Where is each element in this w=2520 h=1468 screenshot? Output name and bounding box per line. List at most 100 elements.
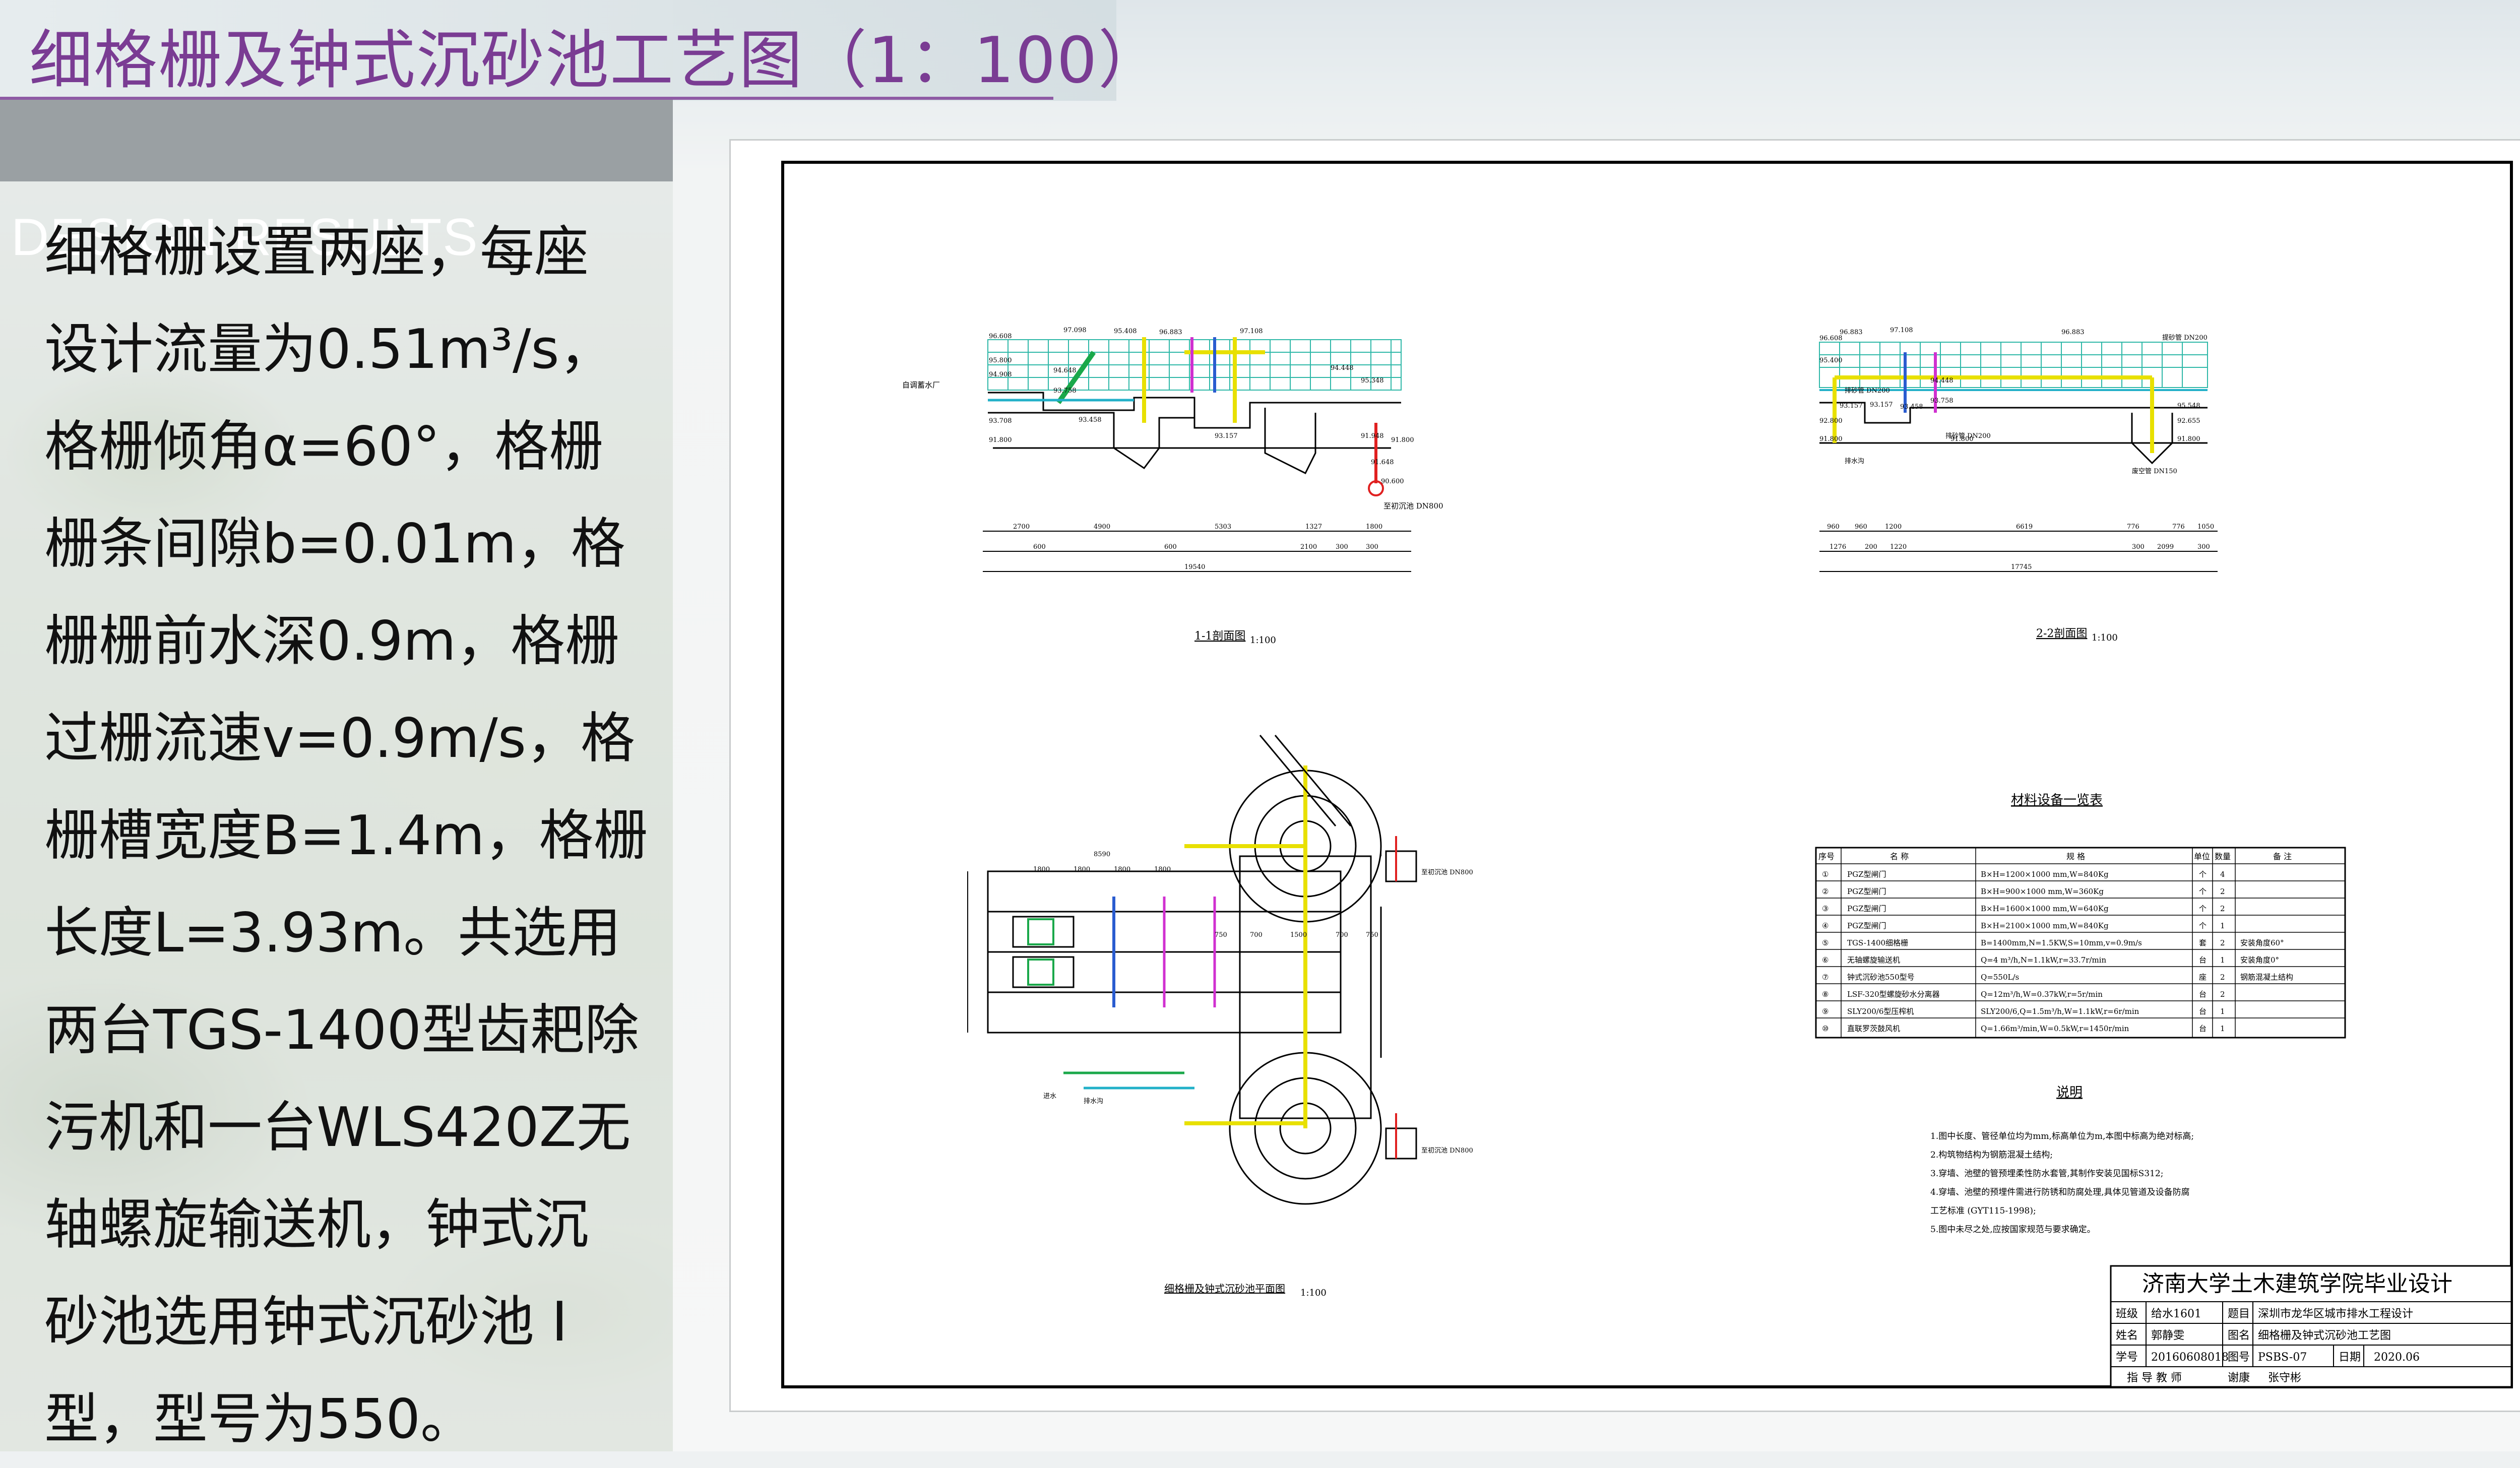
svg-text:单位: 单位 (2194, 852, 2210, 861)
note-item: 1.图中长度、管径单位均为mm,标高单位为m,本图中标高为绝对标高; (1930, 1131, 2194, 1141)
table-cell: 直联罗茨鼓风机 (1847, 1024, 1900, 1033)
svg-text:郭静雯: 郭静雯 (2151, 1329, 2184, 1342)
svg-text:排水沟: 排水沟 (1845, 458, 1864, 465)
section1-dimensions (983, 531, 1411, 572)
svg-text:96.608: 96.608 (989, 333, 1012, 340)
svg-text:1800: 1800 (1154, 866, 1171, 873)
title-block-header: 济南大学土木建筑学院毕业设计 (2142, 1271, 2452, 1297)
table-cell: 2 (2220, 904, 2225, 913)
table-cell: B×H=900×1000 mm,W=360Kg (1981, 887, 2104, 896)
table-cell: Q=4 m³/h,N=1.1kW,r=33.7r/min (1981, 955, 2106, 965)
svg-text:96.608: 96.608 (1819, 335, 1843, 342)
svg-text:1200: 1200 (1885, 523, 1902, 531)
svg-text:规 格: 规 格 (2066, 852, 2085, 861)
svg-text:90.600: 90.600 (1381, 478, 1404, 485)
body-line: 轴螺旋输送机，钟式沉 (44, 1193, 589, 1256)
table-cell: 座 (2199, 973, 2207, 982)
svg-text:93.708: 93.708 (989, 417, 1012, 425)
table-cell: 台 (2199, 955, 2207, 965)
svg-text:细格栅及钟式沉砂池工艺图: 细格栅及钟式沉砂池工艺图 (2258, 1329, 2391, 1342)
table-cell: ④ (1822, 921, 1829, 930)
body-line: 栅条间隙b=0.01m，格 (44, 513, 625, 576)
svg-text:960: 960 (1855, 523, 1867, 531)
svg-text:93.157: 93.157 (1215, 432, 1238, 440)
svg-text:95.348: 95.348 (1361, 377, 1384, 385)
svg-text:91.800: 91.800 (1950, 435, 1974, 443)
table-cell: SLY200/6型压榨机 (1847, 1007, 1914, 1016)
table-cell: ⑥ (1822, 955, 1829, 965)
svg-text:6619: 6619 (2016, 523, 2033, 531)
table-cell: B×H=1600×1000 mm,W=640Kg (1981, 904, 2109, 913)
svg-text:93.758: 93.758 (1930, 397, 1954, 405)
svg-text:2020.06: 2020.06 (2374, 1351, 2420, 1364)
table-cell: PGZ型闸门 (1847, 870, 1886, 879)
table-cell: 台 (2199, 1024, 2207, 1033)
aerial-photo-background (0, 0, 673, 1451)
plan-caption: 细格栅及钟式沉砂池平面图 (1164, 1283, 1285, 1295)
svg-text:92.655: 92.655 (2177, 417, 2200, 425)
svg-text:94.648: 94.648 (1053, 367, 1077, 374)
section1-channel (988, 392, 1401, 475)
table-cell: 台 (2199, 1007, 2207, 1016)
svg-text:谢康: 谢康 (2228, 1372, 2250, 1384)
svg-text:91.948: 91.948 (1361, 432, 1384, 440)
table-cell: B=1400mm,N=1.5KW,S=10mm,v=0.9m/s (1981, 938, 2142, 947)
table-cell: B×H=1200×1000 mm,W=840Kg (1981, 870, 2109, 879)
svg-text:数量: 数量 (2215, 852, 2231, 861)
table-cell: Q=1.66m³/min,W=0.5kW,r=1450r/min (1981, 1024, 2129, 1033)
svg-text:97.098: 97.098 (1063, 327, 1087, 334)
note-item: 5.图中未尽之处,应按国家规范与要求确定。 (1930, 1225, 2096, 1235)
svg-text:700: 700 (1250, 931, 1263, 939)
table-cell: 个 (2199, 921, 2207, 930)
title-block: 济南大学土木建筑学院毕业设计 班级 给水1601 题目 深圳市龙华区城市排水工程… (2110, 1265, 2512, 1388)
svg-text:1800: 1800 (1033, 866, 1050, 873)
plan-view: 至初沉池 DN800 至初沉池 DN800 排水沟 进水 8590 1800 1… (967, 735, 1473, 1298)
svg-text:94.908: 94.908 (989, 371, 1012, 378)
table-cell: B×H=2100×1000 mm,W=840Kg (1981, 921, 2109, 930)
body-line: 过栅流速v=0.9m/s，格 (44, 707, 636, 770)
svg-text:94.448: 94.448 (1930, 377, 1954, 385)
svg-text:96.883: 96.883 (2061, 329, 2085, 336)
section2-elevations: 96.608 96.883 97.108 96.883 95.400 93.15… (1819, 327, 2200, 443)
svg-text:8590: 8590 (1094, 851, 1110, 858)
drawing-svg: 自调蓄水厂 至初沉池 DN800 96.608 97.098 95.408 96… (781, 161, 2513, 1388)
materials-table-title: 材料设备一览表 (2011, 793, 2103, 808)
body-line: 砂池选用钟式沉砂池 I (44, 1291, 568, 1354)
svg-text:班级: 班级 (2116, 1308, 2138, 1320)
svg-text:提砂管 DN200: 提砂管 DN200 (2162, 334, 2208, 342)
plan-scale: 1:100 (1300, 1288, 1327, 1298)
section2-scale: 1:100 (2092, 632, 2118, 643)
table-cell: 台 (2199, 990, 2207, 999)
svg-text:1800: 1800 (1114, 866, 1130, 873)
section1-elevations: 96.608 97.098 95.408 96.883 97.108 95.80… (989, 327, 1414, 485)
inlet-label: 自调蓄水厂 (902, 380, 940, 390)
note-item: 3.穿墙、池壁的管预埋柔性防水套管,其制作安装见国标S312; (1930, 1169, 2163, 1179)
table-cell: 1 (2220, 921, 2225, 930)
svg-text:600: 600 (1164, 543, 1177, 551)
table-cell: SLY200/6,Q=1.5m³/h,W=1.1kW,r=6r/min (1981, 1007, 2139, 1016)
svg-text:1220: 1220 (1890, 543, 1907, 551)
section1-scale: 1:100 (1250, 635, 1276, 646)
table-cell: ⑤ (1822, 938, 1829, 947)
table-cell: TGS-1400细格栅 (1847, 938, 1908, 947)
svg-text:2099: 2099 (2157, 543, 2174, 551)
svg-text:1500: 1500 (1290, 931, 1307, 939)
svg-text:给水1601: 给水1601 (2151, 1308, 2201, 1320)
section1-caption: 1-1剖面图 (1194, 630, 1245, 643)
svg-text:排砂管 DN200: 排砂管 DN200 (1945, 432, 1991, 440)
subtitle-bar: DESIGN RESULTS (0, 100, 673, 267)
svg-text:94.448: 94.448 (1331, 364, 1354, 372)
svg-text:19540: 19540 (1184, 563, 1205, 571)
svg-text:20160608018: 20160608018 (2151, 1351, 2229, 1364)
svg-text:600: 600 (1033, 543, 1046, 551)
svg-text:300: 300 (2197, 543, 2210, 551)
table-cell: 钟式沉砂池550型号 (1847, 973, 1915, 982)
plan-labels: 至初沉池 DN800 至初沉池 DN800 排水沟 进水 (1043, 869, 1473, 1155)
svg-text:图号: 图号 (2228, 1351, 2250, 1364)
svg-text:300: 300 (2132, 543, 2145, 551)
svg-text:题目: 题目 (2228, 1308, 2250, 1320)
note-item: 2.构筑物结构为钢筋混凝土结构; (1930, 1150, 2053, 1160)
table-cell: 安装角度0° (2240, 955, 2279, 965)
svg-text:95.800: 95.800 (989, 357, 1012, 364)
table-cell: PGZ型闸门 (1847, 921, 1886, 930)
